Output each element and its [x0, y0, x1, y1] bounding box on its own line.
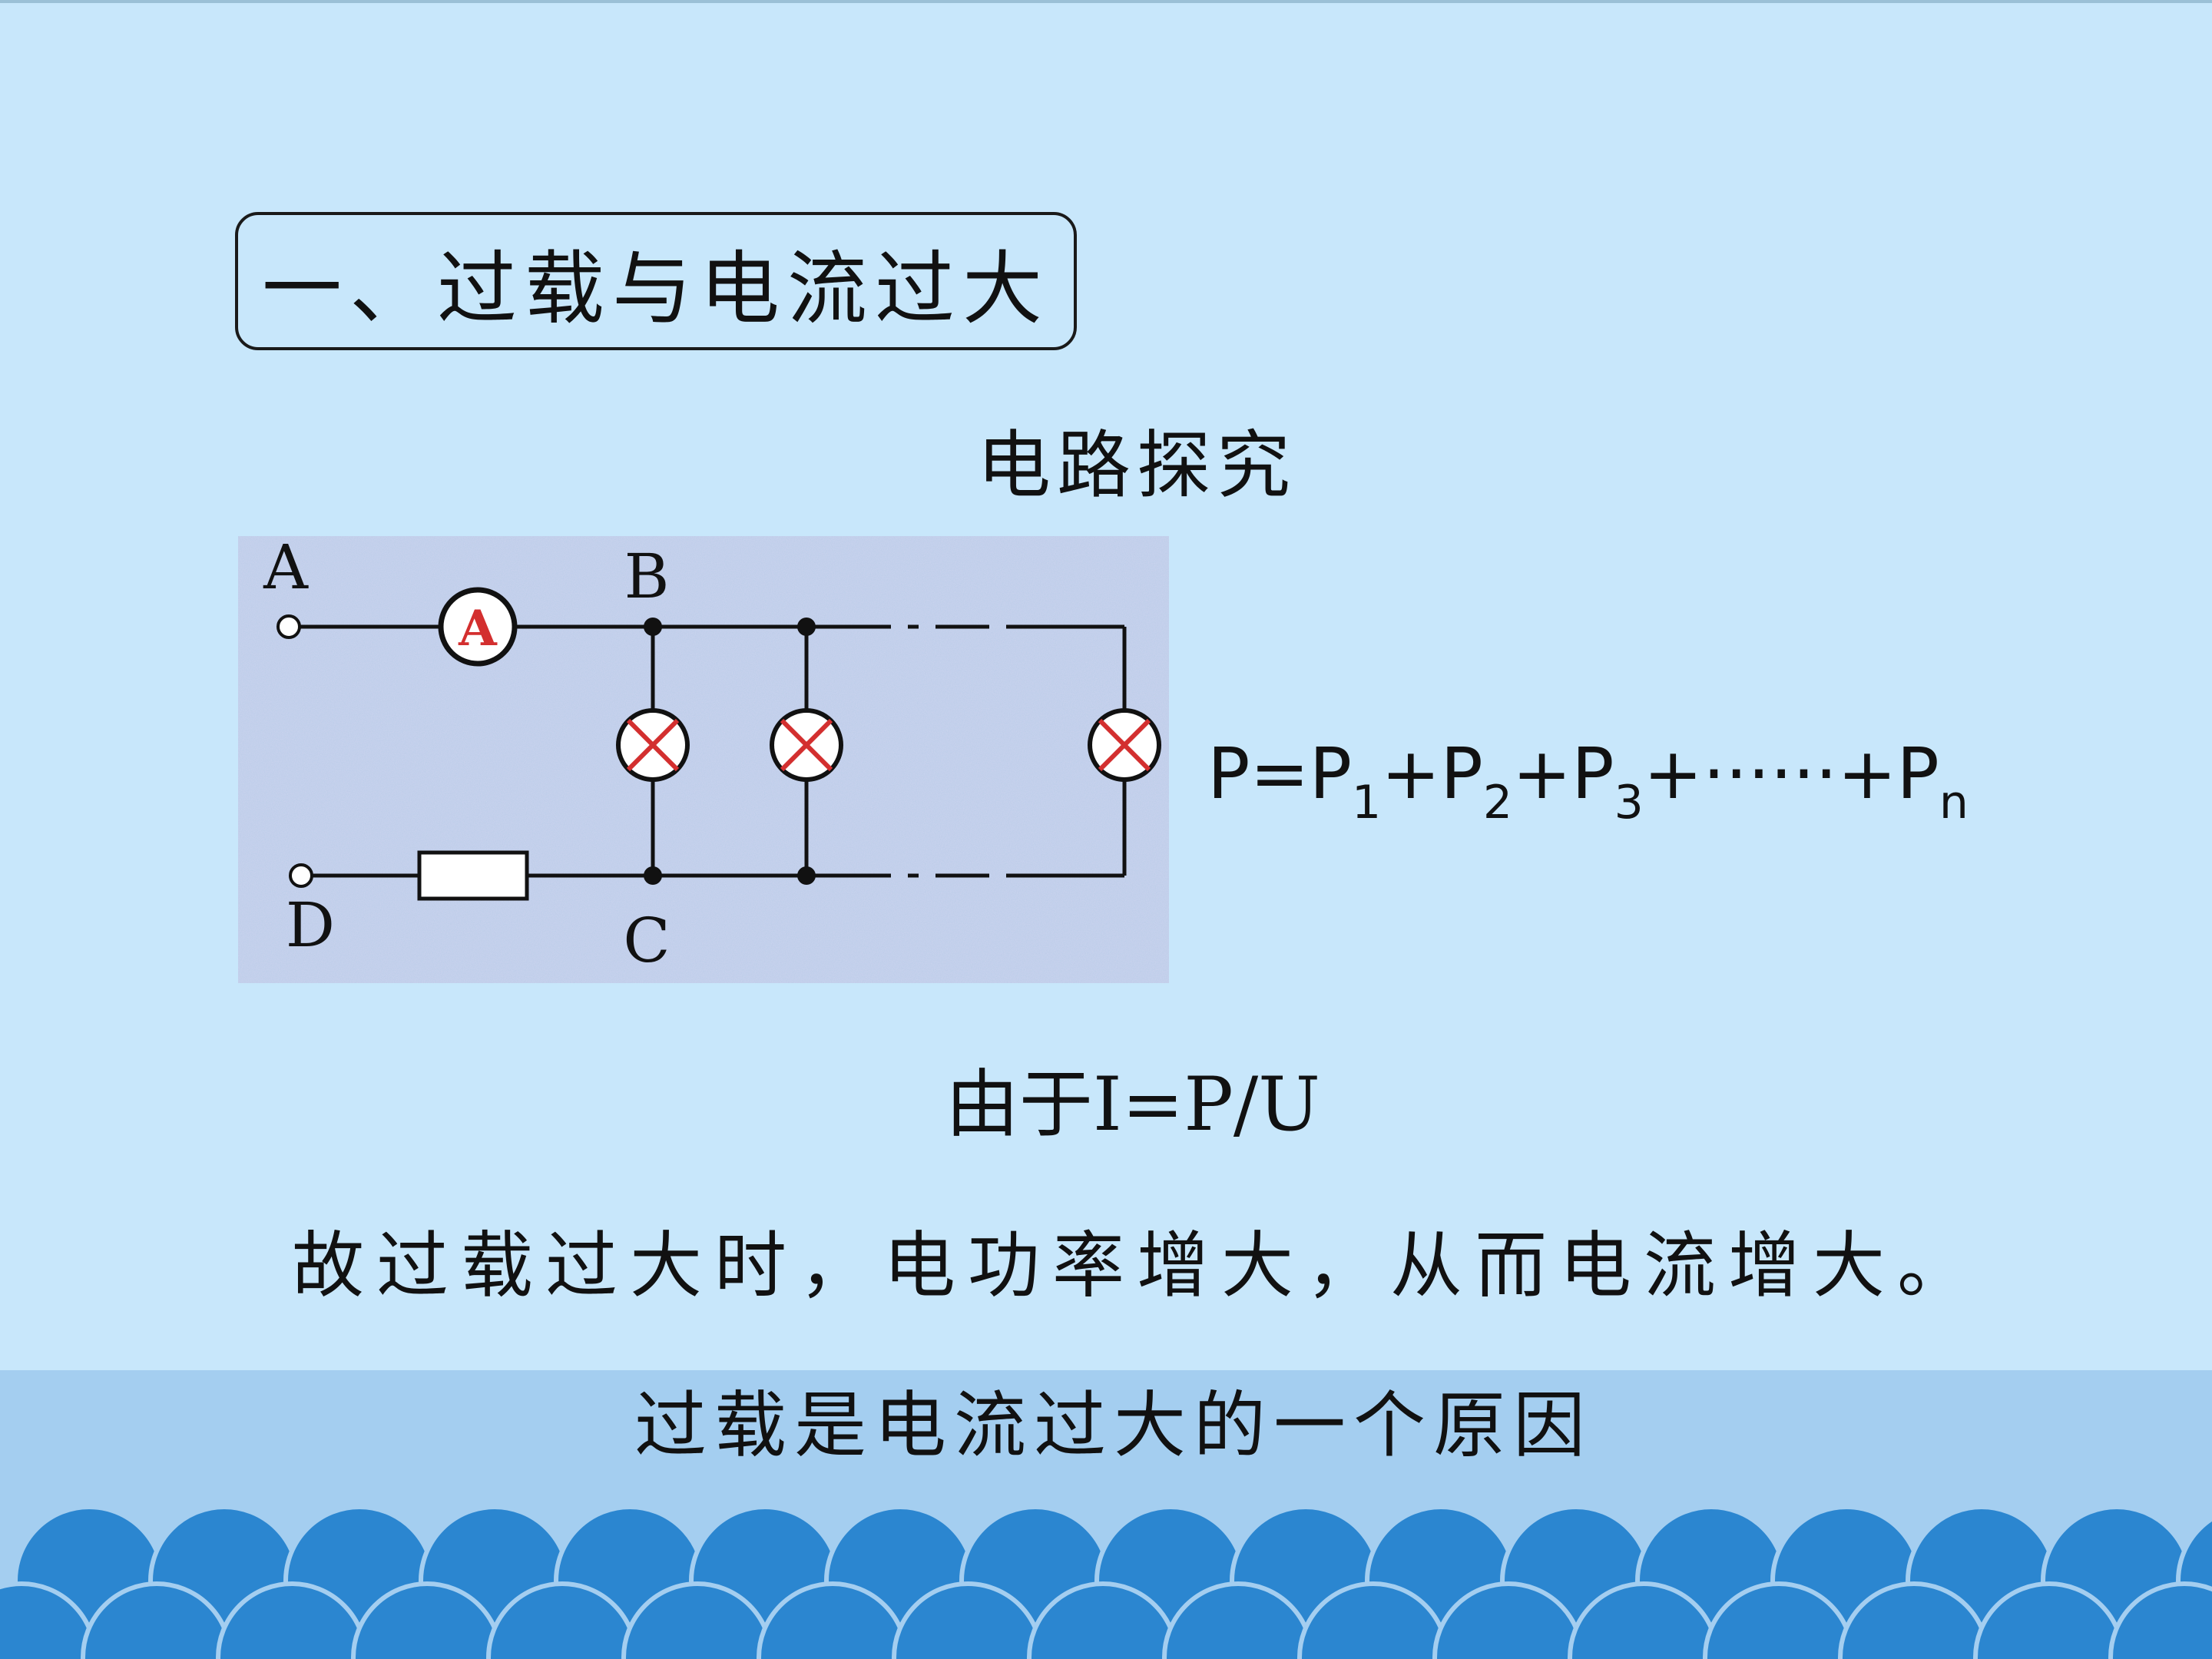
circuit-diagram: A A B D C	[238, 536, 1169, 983]
label-c: C	[623, 905, 670, 976]
top-border	[0, 0, 2212, 3]
label-d: D	[286, 889, 335, 961]
node-c	[644, 866, 662, 885]
power-formula: P=P1+P2+P3+······+Pn	[1207, 733, 1969, 830]
fuse-icon	[417, 850, 529, 901]
circuit-texture	[238, 536, 1169, 983]
terminal-a	[276, 614, 301, 639]
ammeter-icon	[438, 587, 518, 667]
lamp-icon-1	[616, 708, 690, 782]
ammeter-label: A	[458, 600, 498, 657]
formula-part: +P	[1381, 733, 1483, 815]
current-formula: 由于I=P/U	[945, 1061, 1321, 1147]
subtitle: 电路探究	[977, 422, 1296, 508]
circuit-svg: A A B D C	[238, 536, 1169, 983]
lamp-icon-2	[770, 708, 843, 782]
node-top-2	[797, 618, 816, 636]
wave-decoration	[0, 1505, 2212, 1659]
reason-text: 过载是电流过大的一个原因	[634, 1384, 1593, 1468]
node-b	[644, 618, 662, 636]
terminal-d	[289, 863, 313, 888]
formula-part: +P	[1512, 733, 1614, 815]
label-b: B	[624, 541, 670, 612]
formula-part: P=P	[1207, 733, 1353, 815]
formula-sub: 1	[1352, 776, 1382, 830]
wave-scallop	[2108, 1581, 2212, 1659]
formula-sub: n	[1939, 776, 1969, 830]
node-bottom-2	[797, 866, 816, 885]
section-title: 一、过载与电流过大	[261, 241, 1050, 336]
formula-sub: 3	[1614, 776, 1644, 830]
formula-sub: 2	[1482, 776, 1512, 830]
label-a: A	[263, 536, 309, 603]
lamp-icon-n	[1088, 708, 1161, 782]
conclusion-text: 故过载过大时，电功率增大，从而电流增大。	[291, 1224, 1982, 1308]
formula-part: +······+P	[1643, 733, 1939, 815]
section-title-box: 一、过载与电流过大	[235, 212, 1077, 350]
